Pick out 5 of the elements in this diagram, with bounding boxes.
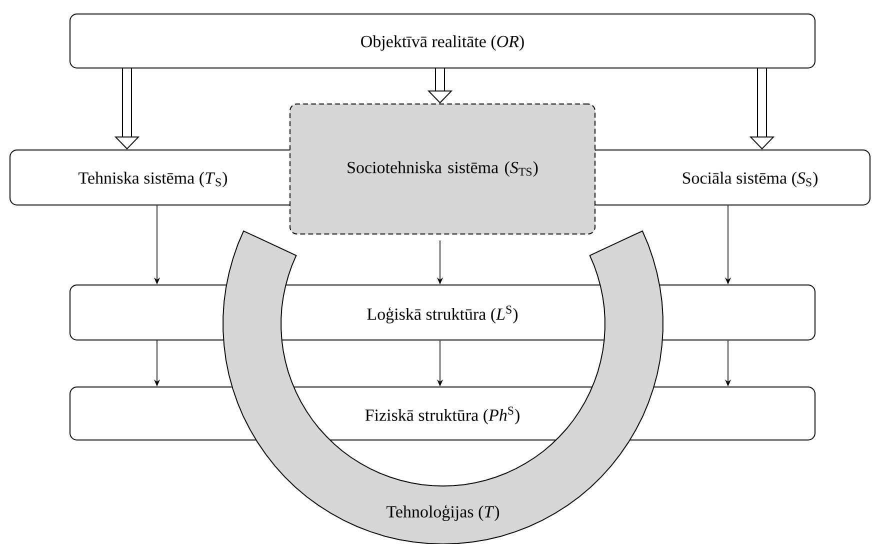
layer-box: Objektīvā realitāte (OR) (70, 14, 816, 68)
system-box: Sociotehniska sistēma (S$_{TS}$) (290, 104, 596, 234)
layer-box: Tehniska sistēma (T$_{S}$) (10, 150, 300, 206)
layer-box: Sociāla sistēma (S$_{S}$) (590, 150, 870, 206)
node-label: Tehnoloģijas (T) (386, 505, 500, 522)
